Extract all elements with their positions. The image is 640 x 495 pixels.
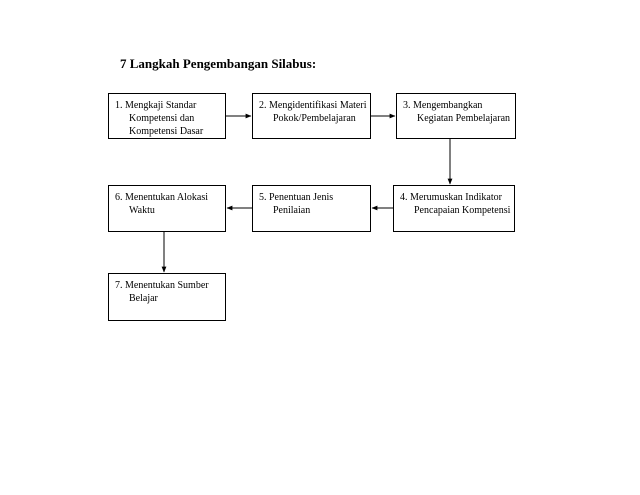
step-3-line-2: Kegiatan Pembelajaran xyxy=(417,113,511,124)
step-6-line-1: 6. Menentukan Alokasi xyxy=(115,192,209,203)
step-7-line-1: 7. Menentukan Sumber xyxy=(115,280,209,291)
step-4-box: 4. Merumuskan Indikator Pencapaian Kompe… xyxy=(393,185,515,232)
step-5-box: 5. Penentuan Jenis Penilaian xyxy=(252,185,371,232)
step-5-line-2: Penilaian xyxy=(273,205,311,216)
step-7-box: 7. Menentukan Sumber Belajar xyxy=(108,273,226,321)
step-4-line-2: Pencapaian Kompetensi xyxy=(414,205,511,216)
step-6-box: 6. Menentukan Alokasi Waktu xyxy=(108,185,226,232)
step-4-line-1: 4. Merumuskan Indikator xyxy=(400,192,502,203)
step-6-line-2: Waktu xyxy=(129,205,155,216)
step-2-line-2: Pokok/Pembelajaran xyxy=(273,113,356,124)
step-3-box: 3. Mengembangkan Kegiatan Pembelajaran xyxy=(396,93,516,139)
step-2-line-1: 2. Mengidentifikasi Materi xyxy=(259,100,367,111)
step-1-line-3: Kompetensi Dasar xyxy=(129,126,204,137)
step-1-line-2: Kompetensi dan xyxy=(129,113,195,124)
step-1-box: 1. Mengkaji Standar Kompetensi dan Kompe… xyxy=(108,93,226,139)
step-5-line-1: 5. Penentuan Jenis xyxy=(259,192,334,203)
step-3-line-1: 3. Mengembangkan xyxy=(403,100,483,111)
step-1-line-1: 1. Mengkaji Standar xyxy=(115,100,197,111)
step-7-line-2: Belajar xyxy=(129,293,158,304)
step-2-box: 2. Mengidentifikasi Materi Pokok/Pembela… xyxy=(252,93,371,139)
diagram-title: 7 Langkah Pengembangan Silabus: xyxy=(120,56,317,71)
